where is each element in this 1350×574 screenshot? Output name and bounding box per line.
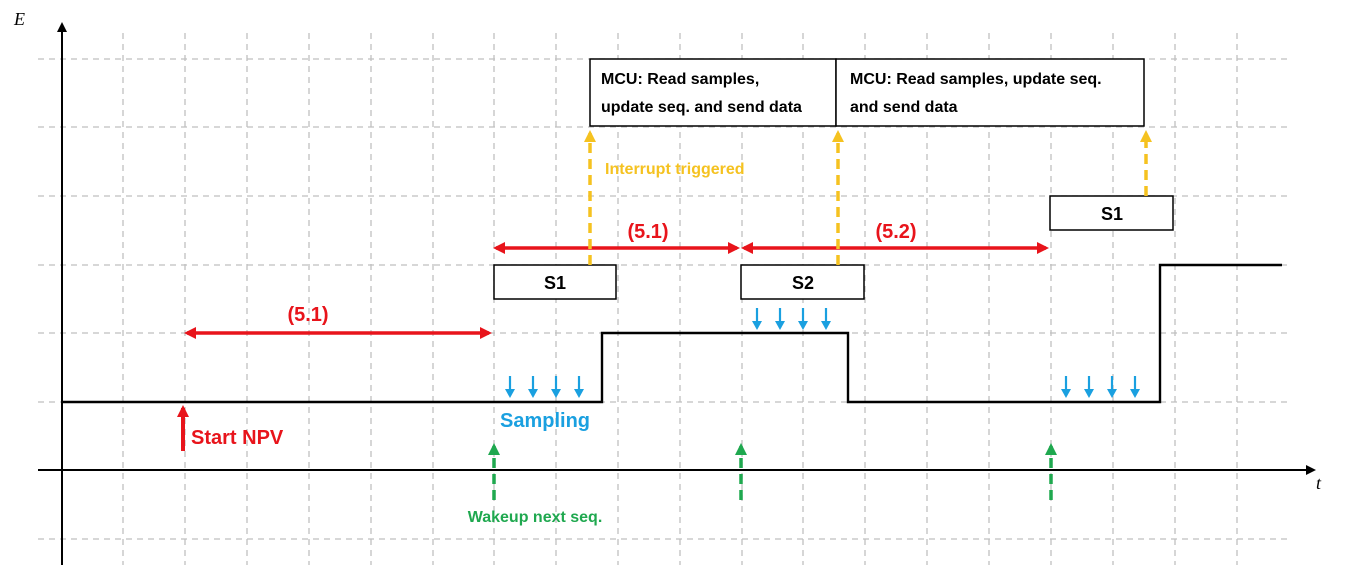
s2-box-label: S2 [792,273,814,293]
sampling-label: Sampling [500,410,590,432]
mcu-box-first [589,58,837,127]
sampling-arrows-third [1061,376,1140,398]
interval-label-third: (5.2) [875,221,916,243]
start-npv-label: Start NPV [191,427,284,449]
energy-level-line [62,263,1282,404]
wakeup-label: Wakeup next seq. [468,509,603,526]
s1-box-first-label: S1 [544,273,566,293]
sampling-arrows-second [752,308,831,330]
mcu-box-second-line1: MCU: Read samples, update seq. [850,71,1102,88]
sampling-arrows-first [505,376,584,398]
mcu-box-second-line2: and send data [850,99,958,116]
mcu-box-first-line2: update seq. and send data [601,99,802,116]
interrupt-label: Interrupt triggered [605,161,745,178]
x-axis-label: t [1316,473,1322,493]
y-axis-label: E [13,9,25,29]
s1-box-first [493,264,617,300]
s1-box-second [1049,195,1174,231]
s2-box [740,264,865,300]
interval-label-first: (5.1) [287,304,328,326]
mcu-box-first-line1: MCU: Read samples, [601,71,759,88]
mcu-box-second [835,58,1145,127]
s1-box-second-label: S1 [1101,204,1123,224]
interval-label-second: (5.1) [627,221,668,243]
